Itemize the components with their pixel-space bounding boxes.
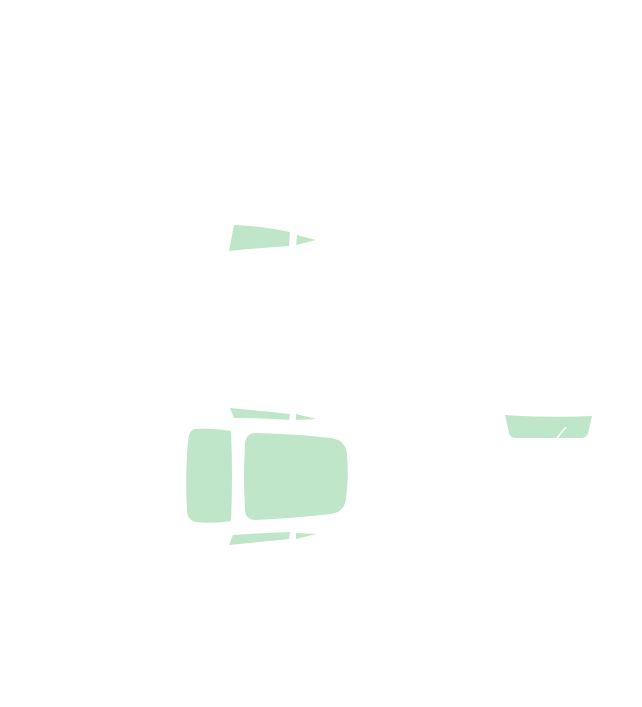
roof-panel-icon: [244, 433, 348, 520]
side-window-bottom-rear-icon: [296, 533, 316, 539]
windshield-glass-icon: [505, 415, 592, 438]
rear-window-icon: [186, 428, 232, 523]
windshield-icon: [505, 415, 592, 439]
side-window-top-front-icon: [230, 408, 290, 420]
car-side-window-strips-icon: [229, 225, 316, 251]
car-top-view-icon: [186, 408, 348, 545]
side-window-bottom-front-icon: [229, 532, 290, 545]
side-window-large-icon: [229, 225, 290, 251]
side-window-small-icon: [296, 235, 316, 245]
side-window-top-rear-icon: [296, 414, 316, 420]
wiper-icon: [556, 426, 567, 439]
